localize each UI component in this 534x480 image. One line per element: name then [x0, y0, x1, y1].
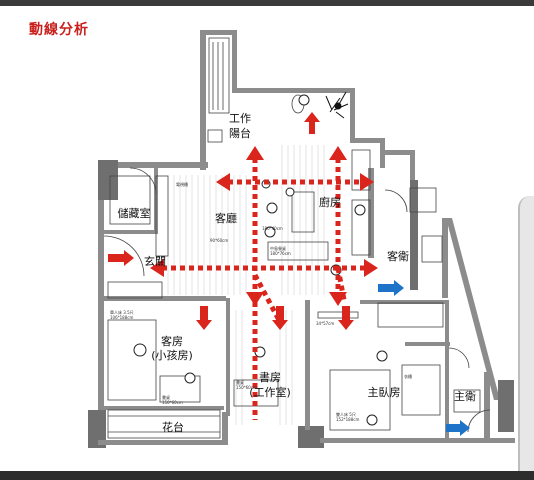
arrowhead-down-right: [329, 292, 347, 306]
note-bed-single-size: 106*188cm: [110, 315, 133, 320]
arrow-down-guest: [196, 306, 212, 330]
arrowhead-down-center: [246, 292, 264, 306]
bottom-bar: [0, 471, 534, 480]
side-panel-edge: [518, 196, 534, 472]
note-wardrobe: 衣櫃: [404, 373, 412, 379]
floor-lines: [167, 145, 325, 425]
page-title: 動線分析: [29, 22, 89, 38]
arrow-right-entrance: [108, 250, 134, 266]
note-table-size: 34*57cm: [316, 321, 334, 326]
label-living: 客廳: [215, 211, 237, 225]
label-master-bedroom: 主臥房: [368, 386, 401, 399]
note-island-size: 180*40cm: [262, 226, 283, 231]
label-storage: 儲藏室: [118, 206, 151, 220]
furniture: [103, 37, 491, 439]
label-master-bath: 主衛: [454, 390, 476, 403]
walls: [88, 30, 515, 448]
note-tv-cabinet: 電視櫃: [176, 181, 188, 187]
label-guest-room-2: (小孩房): [151, 349, 193, 362]
note-desk-study-size: 150*60cm: [236, 385, 257, 390]
plant-icon: [325, 91, 349, 119]
note-desk-guest-size: 150*60cm: [162, 400, 183, 405]
label-work-balcony-2: 陽台: [229, 126, 251, 140]
arrow-down-study: [272, 306, 288, 330]
arrowhead-right-2: [364, 259, 378, 277]
label-guest-bath: 客衛: [387, 249, 409, 263]
arrowhead-left-2: [150, 259, 164, 277]
top-bar: [0, 0, 534, 6]
arrowhead-left-1: [216, 173, 230, 191]
red-arrows: [108, 112, 378, 330]
label-guest-room-1: 客房: [161, 334, 183, 348]
arrow-up-balcony: [304, 112, 320, 134]
note-bed-single: 單人床 3.5尺: [110, 309, 134, 315]
arrowhead-up-1: [246, 146, 264, 160]
label-garden-balcony: 花台: [162, 420, 184, 434]
arrowhead-right-1: [360, 173, 374, 191]
label-kitchen: 廚房: [319, 195, 341, 209]
blue-arrows: [378, 280, 470, 436]
note-bed-double-size: 152*188cm: [336, 417, 359, 422]
arrowhead-up-2: [329, 146, 347, 160]
label-study-2: (工作室): [249, 385, 291, 399]
arrow-down-master: [338, 306, 354, 330]
note-bed-double: 雙人床 5尺: [336, 411, 356, 417]
label-work-balcony-1: 工作: [229, 112, 251, 125]
note-sofa-size: 90*60cm: [210, 238, 228, 243]
arrow-right-guest-bath: [378, 280, 404, 296]
note-dining-table: 中島餐桌: [270, 245, 286, 251]
label-entrance: 玄關: [144, 254, 166, 268]
note-dining-table-size: 180*76cm: [270, 251, 291, 256]
note-desk-study: 書桌: [236, 379, 244, 385]
arrow-right-master-bath: [446, 420, 470, 436]
label-study-1: 書房: [259, 370, 281, 384]
note-desk-guest: 書桌: [162, 394, 170, 400]
